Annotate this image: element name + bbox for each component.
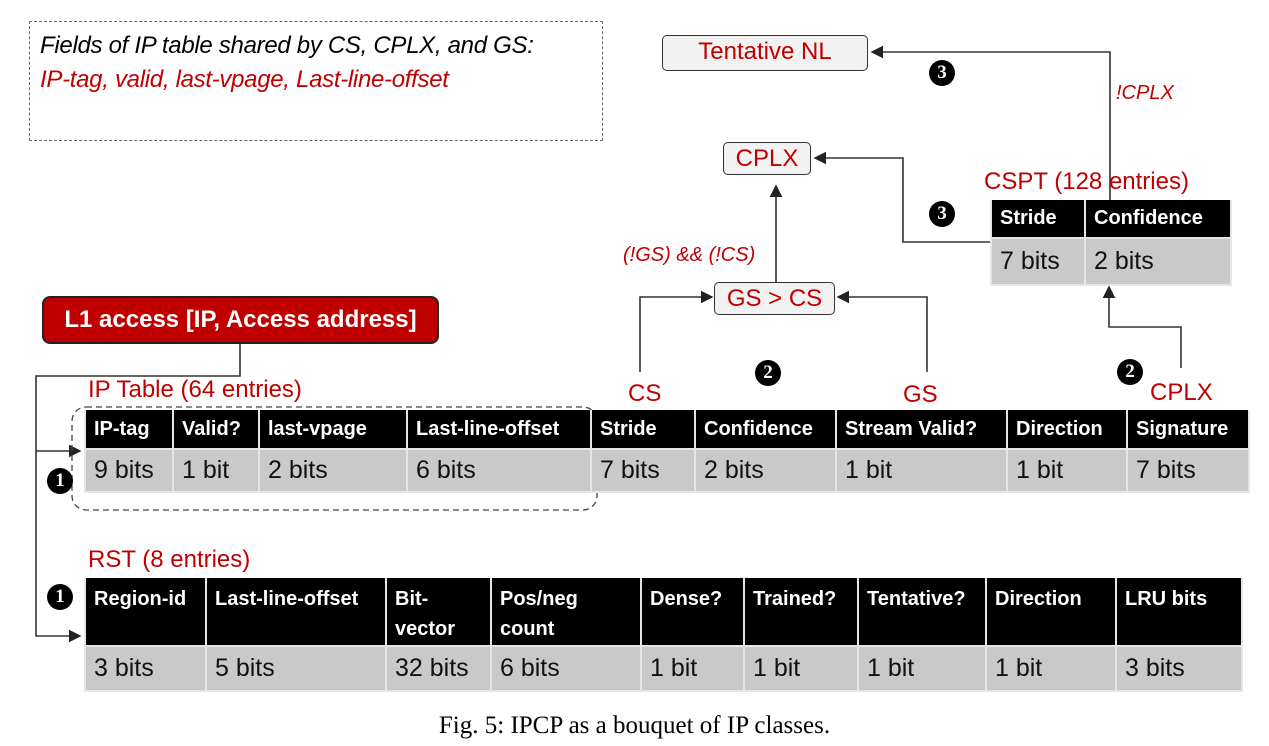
class-label-cs: CS [628,380,662,407]
ip-table-header-cell: Last-line-offset [406,410,592,450]
rst-header-cell: Region-id [84,578,207,647]
class-label-cplx: CPLX [1150,379,1213,406]
ip-table-value-cell: 7 bits [590,448,696,493]
rst-table: Region-id Last-line-offset Bit- vector P… [84,578,1243,692]
rst-value-cell: 1 bit [857,645,987,692]
cspt-title: CSPT (128 entries) [984,168,1189,195]
ip-table-header-cell: Signature [1126,410,1250,450]
cspt-header-cell: Confidence [1084,200,1232,239]
arrow-cplx-to-cspt [1102,285,1182,368]
step-1-badge: 1 [47,584,73,610]
ip-table-value-cell: 7 bits [1126,448,1250,493]
arrow-gs-to-gscs [836,290,928,372]
rst-header-cell: Trained? [743,578,859,647]
condition-not-gs-and-not-cs: (!GS) && (!CS) [623,244,756,266]
rst-header-cell: Last-line-offset [205,578,387,647]
ip-table-header-cell: Stream Valid? [835,410,1008,450]
rst-header-cell: Pos/neg count [490,578,642,647]
arrow-l1-to-ip-table [35,344,241,458]
rst-value-cell: 3 bits [1115,645,1243,692]
arrow-cs-to-gscs [639,290,714,372]
cspt-table: Stride Confidence 7 bits 2 bits [990,200,1232,286]
rst-header-cell: Tentative? [857,578,987,647]
step-3-badge: 3 [929,60,955,86]
ip-table: IP-tag Valid? last-vpage Last-line-offse… [84,410,1250,493]
cspt-value-cell: 2 bits [1084,237,1232,286]
rst-value-cell: 1 bit [640,645,745,692]
rst-header-cell: LRU bits [1115,578,1243,647]
rst-value-cell: 5 bits [205,645,387,692]
rst-value-cell: 3 bits [84,645,207,692]
cspt-value-cell: 7 bits [990,237,1086,286]
ip-table-header-cell: Direction [1006,410,1128,450]
class-label-gs: GS [903,381,938,408]
step-2-badge: 2 [755,360,781,386]
gs-gt-cs-node: GS > CS [714,282,835,315]
shared-fields-outline [71,406,598,511]
ip-table-value-cell: 2 bits [258,448,408,493]
ip-table-value-cell: 9 bits [84,448,174,493]
cplx-node: CPLX [723,142,811,175]
ip-table-value-cell: 2 bits [694,448,837,493]
ip-table-header-cell: last-vpage [258,410,408,450]
condition-not-cplx: !CPLX [1116,82,1174,104]
arrow-cspt-to-tentative-nl [870,45,1111,208]
arrow-cspt-to-cplx [813,151,990,243]
l1-access-node: L1 access [IP, Access address] [42,296,439,344]
arrow-l1-to-rst [35,451,82,643]
shared-fields-note: Fields of IP table shared by CS, CPLX, a… [29,21,603,141]
step-3-badge: 3 [929,201,955,227]
rst-value-cell: 1 bit [743,645,859,692]
ip-table-value-cell: 1 bit [835,448,1008,493]
cspt-header-cell: Stride [990,200,1086,239]
step-2-badge: 2 [1117,359,1143,385]
ip-table-header-cell: Valid? [172,410,260,450]
note-title: Fields of IP table shared by CS, CPLX, a… [40,32,534,59]
ip-table-value-cell: 1 bit [172,448,260,493]
rst-value-cell: 6 bits [490,645,642,692]
rst-value-cell: 1 bit [985,645,1117,692]
ip-table-header-cell: Confidence [694,410,837,450]
ip-table-header-cell: IP-tag [84,410,174,450]
rst-value-cell: 32 bits [385,645,492,692]
ip-table-value-cell: 6 bits [406,448,592,493]
note-fields: IP-tag, valid, last-vpage, Last-line-off… [40,66,449,93]
figure-caption: Fig. 5: IPCP as a bouquet of IP classes. [438,712,831,739]
rst-title: RST (8 entries) [88,546,251,573]
tentative-nl-node: Tentative NL [662,35,868,71]
ip-table-header-cell: Stride [590,410,696,450]
ip-table-title: IP Table (64 entries) [88,376,302,403]
ip-table-value-cell: 1 bit [1006,448,1128,493]
rst-header-cell: Direction [985,578,1117,647]
rst-header-cell: Dense? [640,578,745,647]
rst-header-cell: Bit- vector [385,578,492,647]
step-1-badge: 1 [47,468,73,494]
